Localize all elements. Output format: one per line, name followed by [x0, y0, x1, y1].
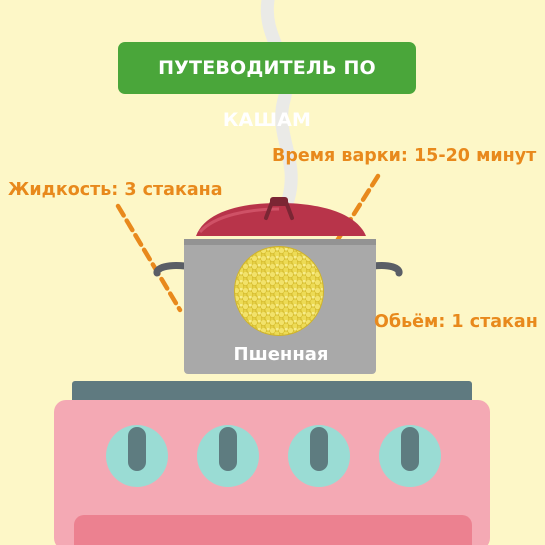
millet-grain-icon: [234, 246, 324, 336]
liquid-label: Жидкость: 3 стакана: [8, 180, 223, 200]
cook-time-label: Время варки: 15-20 минут: [272, 146, 537, 166]
grain-name-label: Пшенная: [233, 344, 329, 365]
knob-icon: [379, 425, 441, 487]
page-title: ПУТЕВОДИТЕЛЬ ПО КАШАМ: [118, 42, 416, 131]
leader-line-liquid: [115, 203, 183, 313]
pot-lid: [196, 197, 366, 236]
knob-icon: [106, 425, 168, 487]
knob-icon: [197, 425, 259, 487]
steam-icon: [260, 0, 298, 207]
stove-icon: [54, 381, 490, 545]
volume-label: Обьём: 1 стакан: [374, 312, 538, 332]
lid-handle-icon: [264, 197, 294, 220]
knob-icon: [288, 425, 350, 487]
